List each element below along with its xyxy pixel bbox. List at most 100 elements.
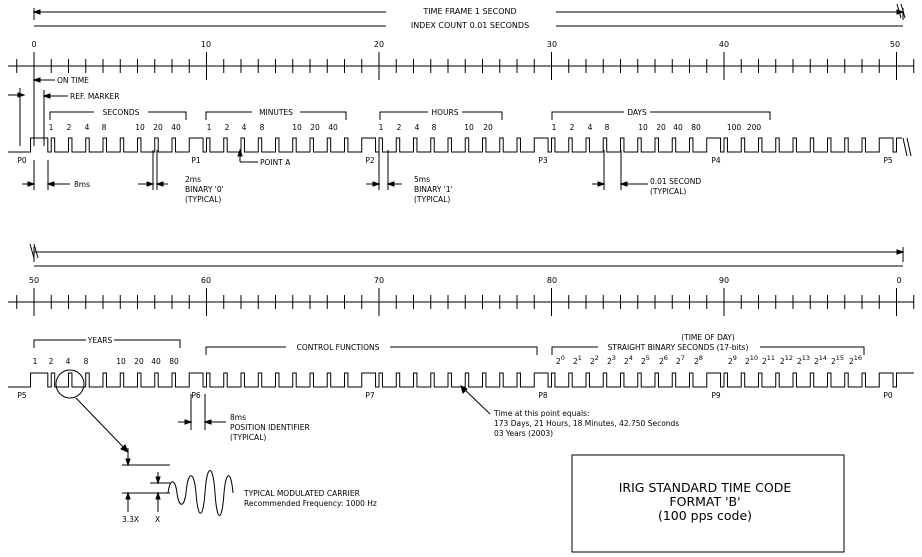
position-identifier-label: POSITION IDENTIFIER [230,423,310,432]
seconds-bracket [49,111,187,120]
sbs-weight-label: 210 [745,354,758,366]
weight-label: 200 [747,123,762,132]
marker-p9: P9 [711,391,721,400]
bottom-scale [8,288,915,316]
weight-label: 10 [292,123,302,132]
weight-label: 4 [85,123,90,132]
position-identifier-width: 8ms [230,413,246,422]
weight-label: 4 [242,123,247,132]
days-weights: 1 2 4 8 10 20 40 80 100 200 [552,123,762,132]
weight-label: 40 [151,357,161,366]
title-line2: FORMAT 'B' [669,494,740,509]
time-frame-label: TIME FRAME 1 SECOND [422,7,516,16]
top-scale-10: 10 [201,40,211,49]
bottom-scale-60: 60 [201,276,211,285]
weight-label: 80 [691,123,701,132]
title-line3: (100 pps code) [658,508,752,523]
days-bracket [551,111,771,120]
weight-label: 10 [638,123,648,132]
sbs-weight-label: 29 [728,354,737,366]
sbs-weight-label: 215 [831,354,844,366]
top-scale-20: 20 [374,40,384,49]
weight-label: 1 [33,357,38,366]
weight-label: 1 [49,123,54,132]
weight-label: 20 [483,123,493,132]
sbs-weight-label: 20 [556,354,565,366]
sbs-weight-label: 213 [797,354,810,366]
weight-label: 1 [379,123,384,132]
weight-label: 1 [207,123,212,132]
sbs-weight-label: 27 [676,354,685,366]
time-note-line2: 173 Days, 21 Hours, 18 Minutes, 42.750 S… [494,419,679,428]
sbs-weight-label: 211 [762,354,775,366]
weight-label: 40 [171,123,181,132]
weight-label: 80 [169,357,179,366]
binary-one-width: 5ms [414,175,430,184]
hours-group-label: HOURS [431,108,458,117]
sbs-weight-label: 28 [694,354,703,366]
amplitude-x-label: X [155,515,160,524]
marker-p8: P8 [538,391,548,400]
binary-zero-width: 2ms [185,175,201,184]
marker-p0-bottom: P0 [883,391,893,400]
weight-label: 8 [260,123,265,132]
binary-zero-label: BINARY '0' [185,185,224,194]
marker-p7: P7 [365,391,375,400]
weight-label: 2 [570,123,575,132]
years-bracket [33,339,181,348]
weight-label: 8 [432,123,437,132]
weight-label: 20 [153,123,163,132]
seconds-weights: 1 2 4 8 10 20 40 [49,123,181,132]
carrier-label: TYPICAL MODULATED CARRIER [243,489,360,498]
weight-label: 8 [605,123,610,132]
weight-label: 8 [84,357,89,366]
bottom-scale-0: 0 [896,276,901,285]
bottom-scale-50: 50 [29,276,39,285]
bottom-scale-labels: 50 60 70 80 90 0 [29,276,902,285]
sbs-weight-label: 25 [641,354,650,366]
time-note-line3: 03 Years (2003) [494,429,553,438]
marker-p1: P1 [191,156,201,165]
time-frame-arrow [32,3,906,27]
binary-zero-typical: (TYPICAL) [185,195,221,204]
sbs-label: STRAIGHT BINARY SECONDS (17-bits) [608,343,749,352]
sbs-weight-label: 22 [590,354,599,366]
weight-label: 100 [727,123,742,132]
index-second-label: 0.01 SECOND [650,177,701,186]
sbs-weight-label: 216 [849,354,862,366]
time-note-line1: Time at this point equals: [493,409,589,418]
weight-label: 2 [397,123,402,132]
bottom-pulse-waveform [8,372,914,388]
point-a-label: POINT A [260,158,291,167]
time-of-day-label: (TIME OF DAY) [681,333,735,342]
top-scale-50: 50 [890,40,900,49]
top-scale-0: 0 [31,40,36,49]
weight-label: 40 [673,123,683,132]
amplitude-dimensions [122,448,170,512]
weight-label: 1 [552,123,557,132]
marker-p5: P5 [883,156,893,165]
on-time-label: ON TIME [57,76,89,85]
years-weights: 1 2 4 8 10 20 40 80 [33,357,179,366]
top-scale-30: 30 [547,40,557,49]
days-group-label: DAYS [627,108,647,117]
minutes-weights: 1 2 4 8 10 20 40 [207,123,338,132]
sbs-weight-label: 26 [659,354,668,366]
position-identifier-typical: (TYPICAL) [230,433,266,442]
weight-label: 20 [134,357,144,366]
years-group-label: YEARS [87,336,113,345]
marker-p6: P6 [191,391,201,400]
marker-p2: P2 [365,156,375,165]
top-scale [8,52,915,80]
control-bracket [205,346,538,355]
point-a-pointer [237,148,258,163]
sbs-weight-label: 212 [780,354,793,366]
marker-p5-bottom: P5 [17,391,27,400]
sbs-weight-label: 23 [607,354,616,366]
weight-label: 10 [135,123,145,132]
ref-marker-label: REF. MARKER [70,92,120,101]
sbs-weight-label: 214 [814,354,827,366]
weight-label: 2 [225,123,230,132]
bottom-scale-80: 80 [547,276,557,285]
